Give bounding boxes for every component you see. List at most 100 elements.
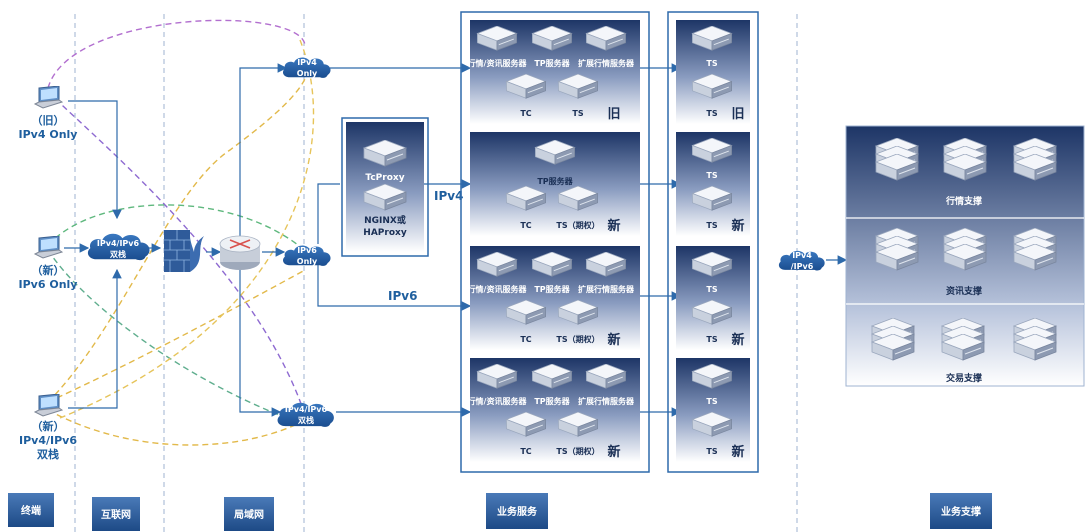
service-tag: 新 <box>607 218 620 234</box>
tc-label: TC <box>520 221 531 230</box>
proxy-panel: TcProxy NGINX或 HAProxy <box>341 117 429 257</box>
support-cloud-line1: IPv4 <box>792 251 812 260</box>
server-stack-icon <box>876 138 918 180</box>
nginx-label-line1: NGINX或 <box>364 214 406 226</box>
support-section-market: 行情支撑 <box>876 138 1056 207</box>
service-tag: 新 <box>607 332 620 348</box>
service-server-label: 行情/资讯服务器 <box>467 396 528 406</box>
ts-label: TS <box>706 447 717 456</box>
column-label-terminal: 终端 <box>8 493 54 527</box>
column-label-business-support-text: 业务支撑 <box>941 505 981 518</box>
nginx-label-line2: HAProxy <box>363 228 407 238</box>
service-group-1: 行情/资讯服务器 TP服务器扩展行情服务器 TC TS 旧 <box>467 20 640 124</box>
lan-dual-line2: 双栈 <box>298 415 314 425</box>
support-panel: 行情支撑 资讯支撑 交易支撑 <box>845 125 1085 387</box>
support-cloud: IPv4 /IPv6 <box>778 250 825 271</box>
ts-container <box>667 11 759 473</box>
service-server-label: 扩展行情服务器 <box>578 396 635 406</box>
server-stack-icon <box>1014 318 1056 360</box>
server-stack-icon <box>876 228 918 270</box>
support-section-trade: 交易支撑 <box>872 318 1056 384</box>
client-dual-line3: 双栈 <box>37 447 59 461</box>
ts-tag: 新 <box>731 218 744 234</box>
internet-cloud: IPv4/IPv6 双栈 <box>87 233 150 261</box>
ts-label: TS <box>706 59 717 68</box>
ts-tag: 新 <box>731 444 744 460</box>
service-server-label: 行情/资讯服务器 <box>467 58 528 68</box>
ts-label: TS <box>572 109 583 118</box>
ts-group-1: TS TS 旧 <box>676 20 750 124</box>
tcproxy-label: TcProxy <box>365 173 404 183</box>
lan-v4-line1: IPv4 <box>297 58 317 67</box>
service-server-label: 扩展行情服务器 <box>578 58 635 68</box>
lan-cloud-ipv6: IPv6 Only <box>283 245 331 266</box>
link-ipv4-label: IPv4 <box>434 189 463 203</box>
lan-cloud-dual: IPv4/IPv6 双栈 <box>277 402 334 427</box>
column-label-business-service: 业务服务 <box>486 493 548 529</box>
service-server-label: TP服务器 <box>537 176 573 186</box>
laptop-icon <box>34 394 63 417</box>
support-label-news: 资讯支撑 <box>946 285 982 297</box>
column-label-business-support: 业务支撑 <box>930 493 992 529</box>
lan-cloud-ipv4: IPv4 Only <box>283 57 331 78</box>
column-label-terminal-text: 终端 <box>21 504 41 517</box>
ts-tag: 新 <box>731 332 744 348</box>
laptop-icon <box>34 236 63 259</box>
column-label-lan: 局域网 <box>224 497 274 531</box>
tc-label: TC <box>520 109 531 118</box>
client-dual-line2: IPv4/IPv6 <box>19 434 77 447</box>
support-label-trade: 交易支撑 <box>946 372 982 384</box>
service-server-label: TP服务器 <box>534 58 570 68</box>
link-ipv6-label: IPv6 <box>388 289 417 303</box>
service-container <box>460 11 650 473</box>
service-group-2: TP服务器 TC TS（期权） 新 <box>470 132 640 236</box>
lan-v6-line2: Only <box>297 257 318 266</box>
internet-cloud-line2: 双栈 <box>110 249 126 259</box>
firewall-icon <box>164 230 204 272</box>
client-new-ipv6: （新） IPv6 Only <box>19 236 78 291</box>
service-server-label: 扩展行情服务器 <box>578 284 635 294</box>
tc-label: TC <box>520 335 531 344</box>
ts-label: TS（期权） <box>556 220 599 230</box>
support-label-market: 行情支撑 <box>945 195 982 207</box>
column-label-internet-text: 互联网 <box>101 508 131 521</box>
support-section-news: 资讯支撑 <box>876 228 1056 297</box>
server-stack-icon <box>944 228 986 270</box>
server-stack-icon <box>942 318 984 360</box>
server-stack-icon <box>1014 138 1056 180</box>
ts-label: TS <box>706 109 717 118</box>
lan-v4-line2: Only <box>297 69 318 78</box>
ts-label: TS <box>706 221 717 230</box>
dashed-connections <box>47 19 315 446</box>
ts-tag: 旧 <box>731 107 744 122</box>
service-tag: 新 <box>607 444 620 460</box>
server-stack-icon <box>1014 228 1056 270</box>
client-v6-line2: IPv6 Only <box>19 278 78 291</box>
column-label-business-service-text: 业务服务 <box>497 505 538 518</box>
client-new-dual: （新） IPv4/IPv6 双栈 <box>19 394 77 461</box>
service-server-label: 行情/资讯服务器 <box>467 284 528 294</box>
column-label-internet: 互联网 <box>92 497 140 531</box>
service-tag: 旧 <box>607 107 620 122</box>
ts-group-4: TS TS 新 <box>676 358 750 462</box>
lan-dual-line1: IPv4/IPv6 <box>285 405 328 414</box>
server-stack-icon <box>944 138 986 180</box>
laptop-icon <box>34 86 63 109</box>
ts-label: TS <box>706 285 717 294</box>
internet-cloud-line1: IPv4/IPv6 <box>97 239 140 248</box>
support-cloud-line2: /IPv6 <box>791 262 814 271</box>
tc-label: TC <box>520 447 531 456</box>
column-label-lan-text: 局域网 <box>233 508 264 521</box>
ts-label: TS <box>706 397 717 406</box>
server-stack-icon <box>872 318 914 360</box>
connections <box>64 63 848 417</box>
client-old-line2: IPv4 Only <box>19 128 78 141</box>
service-server-label: TP服务器 <box>534 396 570 406</box>
